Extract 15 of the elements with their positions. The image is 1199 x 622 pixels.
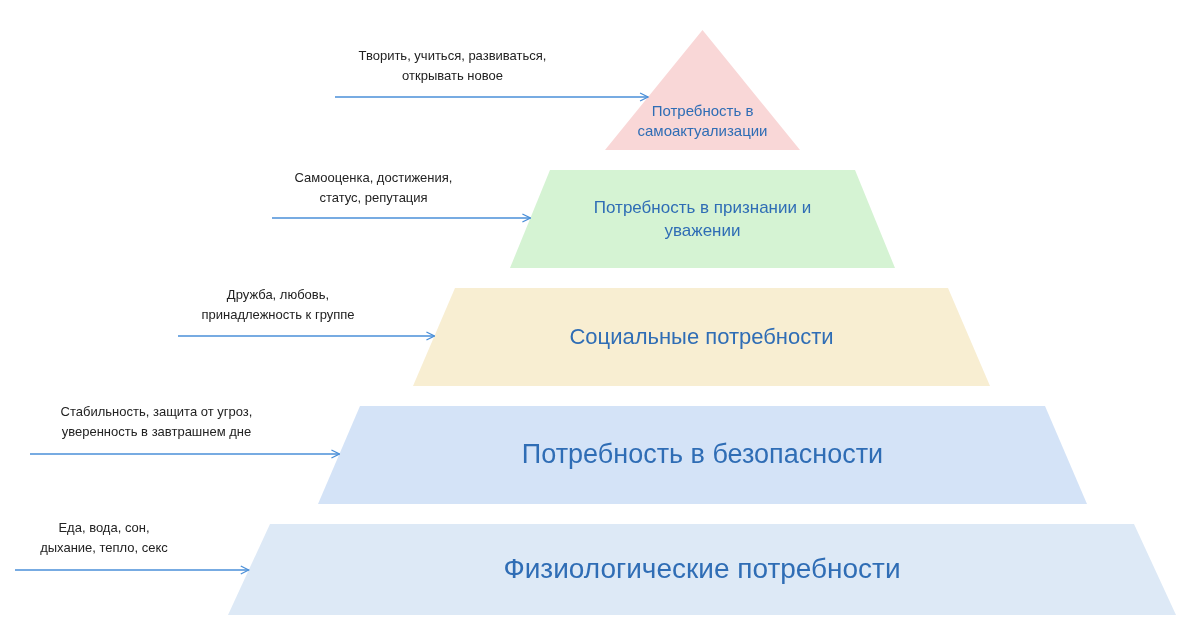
note-text: Творить, учиться, развиваться, открывать новое: [357, 47, 548, 85]
level-title: Потребность в самоактуализации: [636, 100, 769, 142]
arrow: [29, 449, 341, 459]
note-text: Дружба, любовь, принадлежность к группе: [200, 286, 356, 324]
arrow: [271, 213, 532, 223]
note-text: Еда, вода, сон, дыхание, тепло, секс: [39, 519, 169, 557]
level-title: Потребность в безопасности: [521, 438, 884, 472]
arrow: [177, 331, 436, 341]
level-title: Физиологические потребности: [503, 552, 901, 587]
note-text: Самооценка, достижения, статус, репутация: [293, 169, 454, 207]
note-text: Стабильность, защита от угроз, уверенность в завтрашнем дне: [59, 403, 254, 441]
level-title: Социальные потребности: [569, 322, 834, 351]
level-title: Потребность в признании и уважении: [592, 196, 813, 242]
arrow: [14, 565, 250, 575]
arrow: [334, 92, 649, 102]
